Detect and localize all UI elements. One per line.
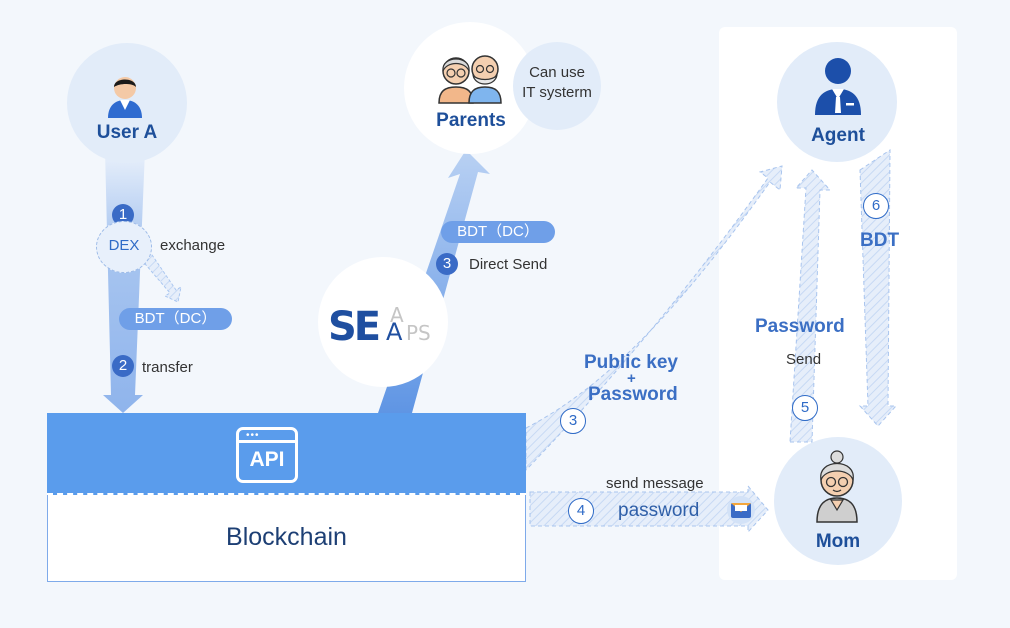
user-a-label: User A [96,122,158,143]
bdt-dc-pill-center: BDT（DC） [441,221,555,243]
step-3-badge-direct: 3 [436,253,458,275]
step-1-badge: 1 [112,204,134,226]
user-icon [108,77,142,118]
public-key-label: Public key [584,352,678,373]
parents-note-bubble [513,42,601,130]
agent-icon [815,58,861,115]
api-label: API [249,448,285,471]
dex-branch-arrow [139,251,182,303]
agent-to-mom-arrow [858,149,898,427]
exchange-label: exchange [160,237,226,254]
svg-text:PS: PS [406,321,431,345]
blockchain-label: Blockchain [226,523,347,551]
password-message-label: password [618,500,700,521]
api-window-icon: ••• API [236,427,298,483]
svg-text:A: A [390,303,404,327]
api-divider [47,493,526,495]
step-2-badge: 2 [112,355,134,377]
dex-label: DEX [108,237,140,254]
mom-label: Mom [815,531,861,552]
dex-node [96,221,152,273]
parents-note-line1: Can use [529,64,585,81]
password-label-center: Password [588,384,678,405]
blockchain-box: Blockchain [47,495,526,582]
bdt-dc-pill-left: BDT（DC） [119,308,232,330]
seaaps-logo: SE A PS A [328,303,431,350]
agent-label: Agent [811,125,865,146]
plus-label: + [627,370,636,387]
parents-note-line2: IT systerm [522,84,592,101]
step-6-badge: 6 [863,193,889,219]
direct-send-label: Direct Send [469,256,548,273]
svg-text:SE: SE [328,304,379,350]
send-label: Send [786,351,822,368]
seaaps-node [318,257,448,387]
step-5-badge: 5 [792,395,818,421]
grandmother-icon [816,450,858,523]
step-4-badge: 4 [568,498,594,524]
api-to-agent-arrow [525,165,783,472]
envelope-icon [727,496,755,524]
grandparents-icon [438,55,502,104]
bdt-label: BDT [860,230,900,251]
step-3-badge-public: 3 [560,408,586,434]
parents-label: Parents [436,110,506,131]
svg-text:A: A [386,318,403,346]
transfer-label: transfer [142,359,193,376]
password-label-agent: Password [755,316,845,337]
send-message-label: send message [606,475,704,492]
